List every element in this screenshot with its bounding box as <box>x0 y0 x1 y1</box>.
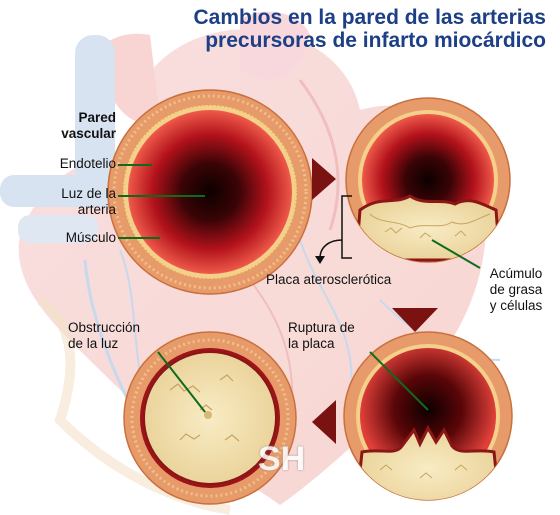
healthy-artery <box>107 89 313 295</box>
plaque-artery <box>345 97 511 263</box>
label-muscle: Músculo <box>65 230 116 245</box>
label-lumen-line2: arteria <box>77 202 116 217</box>
label-obstruction-line1: Obstrucción <box>68 320 141 335</box>
label-accumulation-line1: Acúmulo <box>489 266 543 281</box>
label-rupture-line1: Ruptura de <box>288 320 355 335</box>
bracket-arrow <box>319 239 343 259</box>
diagram-subtitle: precursoras de infarto miocárdico <box>205 29 546 52</box>
wall-heading-line1: Pared <box>78 110 116 125</box>
label-lumen-line1: Luz de la <box>61 186 116 201</box>
arrow-down-icon <box>392 308 438 332</box>
arrow-right-icon <box>312 158 336 200</box>
label-accumulation-line3: y células <box>489 298 543 313</box>
label-endothelium: Endotelio <box>59 156 116 171</box>
label-obstruction-line2: de la luz <box>68 336 119 351</box>
arrow-left-icon <box>312 400 336 444</box>
bracket-arrow-head-icon <box>315 256 325 264</box>
wall-heading-line2: vascular <box>61 126 116 141</box>
watermark-logo: SH <box>258 440 306 478</box>
ruptured-artery <box>343 331 513 501</box>
leader-lines <box>118 164 481 413</box>
diagram-title: Cambios en la pared de las arterias <box>193 6 547 29</box>
plaque-bracket <box>341 195 352 259</box>
obstructed-artery <box>123 331 297 505</box>
label-rupture-line2: la placa <box>288 336 335 351</box>
label-plaque: Placa aterosclerótica <box>266 272 392 287</box>
label-accumulation-line2: de grasa <box>489 282 543 297</box>
